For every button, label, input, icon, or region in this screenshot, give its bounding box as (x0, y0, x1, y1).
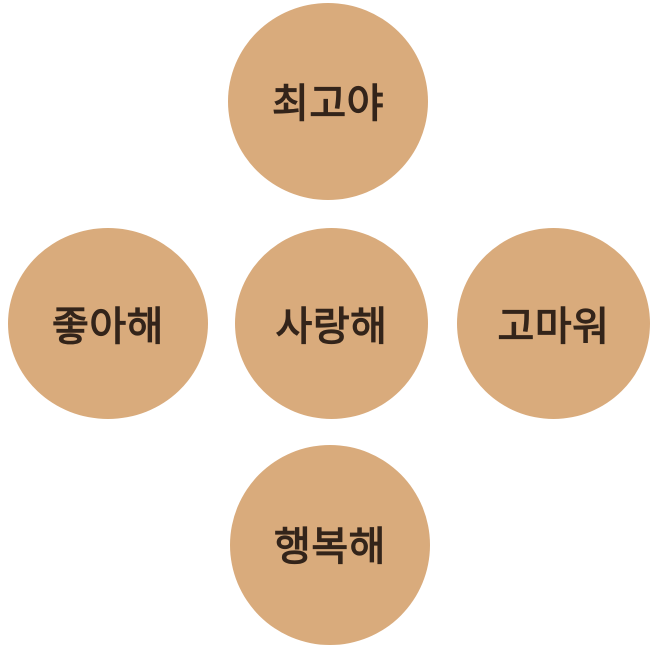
bubble-left[interactable]: 좋아해 (8, 228, 208, 419)
bubble-right[interactable]: 고마워 (457, 228, 650, 419)
bubble-top-label: 최고야 (272, 80, 384, 127)
bubble-right-label: 고마워 (497, 303, 610, 350)
bubble-bottom[interactable]: 행복해 (230, 445, 430, 645)
bubble-bottom-label: 행복해 (274, 524, 386, 570)
bubble-left-label: 좋아해 (52, 303, 164, 350)
bubble-center[interactable]: 사랑해 (235, 228, 428, 419)
bubble-top[interactable]: 최고야 (228, 3, 428, 200)
bubble-center-label: 사랑해 (275, 303, 388, 350)
